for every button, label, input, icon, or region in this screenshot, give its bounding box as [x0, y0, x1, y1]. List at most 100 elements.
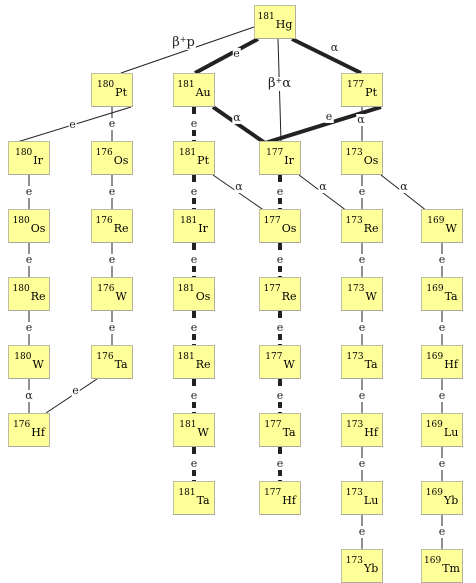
element-symbol: W	[283, 357, 295, 371]
decay-mode-label: e	[324, 111, 334, 123]
decay-mode-symbol: e	[438, 253, 446, 266]
decay-mode-label: e	[357, 185, 367, 198]
element-symbol: Ir	[198, 221, 208, 235]
decay-mode-label: e	[357, 526, 367, 538]
element-symbol: Re	[281, 289, 297, 303]
decay-mode-symbol: α	[400, 180, 408, 193]
decay-mode-symbol: e	[358, 321, 366, 334]
element-symbol: Ta	[364, 357, 378, 371]
decay-mode-label: e	[189, 117, 199, 130]
decay-link-ir177-re173	[298, 174, 348, 212]
element-symbol: Hf	[364, 425, 378, 439]
element-symbol: Au	[195, 85, 211, 99]
decay-mode-label: e	[275, 389, 285, 402]
decay-mode-label: α	[356, 114, 366, 126]
decay-mode-label: e	[357, 457, 367, 470]
element-symbol: W	[115, 289, 127, 303]
decay-link-pt181-os177	[212, 174, 266, 212]
element-symbol: Lu	[443, 425, 459, 439]
decay-mode-label: e	[68, 119, 77, 131]
decay-mode-label: e	[275, 185, 285, 198]
decay-mode-label: e	[189, 254, 199, 266]
element-symbol: Os	[281, 221, 297, 235]
decay-mode-particle: α	[282, 76, 291, 91]
decay-mode-label: e	[189, 321, 199, 334]
element-symbol: Yb	[363, 561, 379, 575]
decay-mode-label: e	[107, 321, 117, 334]
element-symbol: Yb	[443, 493, 459, 507]
decay-mode-label: e	[24, 253, 34, 266]
decay-mode-symbol: e	[190, 117, 198, 130]
decay-mode-label: e	[107, 117, 117, 130]
decay-mode-symbol: e	[276, 389, 284, 402]
decay-mode-label: e	[232, 48, 241, 60]
decay-mode-symbol: e	[72, 384, 79, 397]
decay-mode-symbol: e	[25, 253, 33, 266]
decay-mode-charge: +	[275, 76, 283, 85]
element-symbol: Re	[363, 221, 379, 235]
decay-mode-label: e	[437, 321, 447, 334]
decay-mode-symbol: e	[438, 457, 446, 470]
element-symbol: Lu	[363, 493, 379, 507]
decay-mode-symbol: e	[438, 321, 446, 334]
decay-mode-symbol: α	[233, 111, 241, 124]
decay-mode-label: e	[107, 185, 117, 198]
decay-link-au181-ir177	[211, 105, 267, 145]
element-symbol: Ir	[284, 153, 294, 167]
element-symbol: Pt	[365, 85, 377, 99]
element-symbol: Os	[195, 289, 211, 303]
decay-mode-symbol: e	[190, 321, 198, 334]
decay-mode-label: e	[24, 186, 34, 198]
decay-mode-symbol: e	[358, 185, 366, 198]
decay-link-os173-w169	[380, 174, 428, 212]
decay-mode-symbol: β	[172, 35, 180, 50]
decay-mode-symbol: e	[108, 321, 116, 334]
element-symbol: Re	[195, 357, 211, 371]
decay-mode-label: e	[24, 322, 34, 334]
decay-mode-symbol: e	[69, 118, 76, 131]
decay-mode-symbol: e	[108, 185, 116, 198]
decay-mode-symbol: e	[358, 389, 366, 402]
decay-mode-label: α	[24, 390, 34, 402]
decay-mode-label: e	[275, 322, 285, 334]
element-symbol: Ta	[282, 425, 296, 439]
element-symbol: Ta	[444, 289, 458, 303]
decay-mode-symbol: β	[268, 76, 276, 91]
decay-mode-charge: +	[179, 35, 187, 44]
element-symbol: W	[365, 289, 377, 303]
element-symbol: Hf	[444, 357, 458, 371]
decay-mode-symbol: e	[108, 253, 116, 266]
decay-mode-label: e	[437, 457, 447, 470]
element-symbol: W	[197, 425, 209, 439]
element-symbol: Pt	[115, 85, 127, 99]
decay-mode-symbol: e	[276, 185, 284, 198]
element-symbol: Re	[113, 221, 129, 235]
element-symbol: Hf	[282, 493, 296, 507]
decay-mode-symbol: e	[108, 117, 116, 130]
decay-mode-symbol: e	[358, 457, 366, 470]
decay-mode-label: e	[189, 458, 199, 470]
decay-mode-label: α	[232, 111, 242, 124]
element-symbol: W	[445, 221, 457, 235]
